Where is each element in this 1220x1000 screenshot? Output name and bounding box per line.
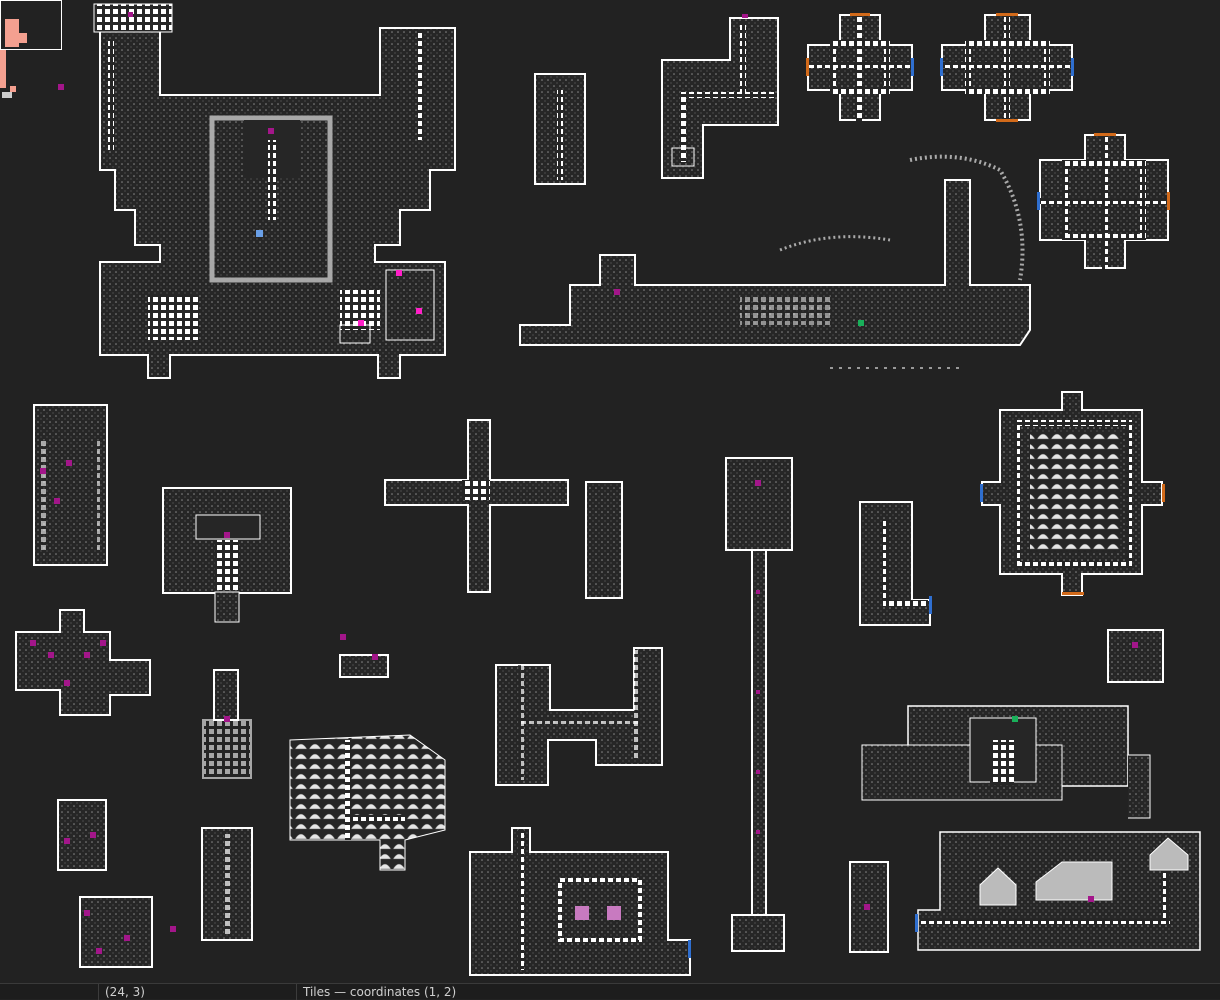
event-marker-icon[interactable] <box>48 652 54 658</box>
cross-room-west <box>15 609 151 716</box>
event-marker-icon[interactable] <box>100 640 106 646</box>
event-marker-icon[interactable] <box>756 590 760 594</box>
cursor-position: (24, 3) <box>98 984 303 1000</box>
s-shaped-room <box>495 647 663 786</box>
door-icon[interactable] <box>929 596 932 614</box>
cross-room-2 <box>941 14 1073 121</box>
event-marker-icon[interactable] <box>742 14 748 18</box>
event-marker-icon[interactable] <box>84 652 90 658</box>
event-marker-icon[interactable] <box>58 84 64 90</box>
tiny-house <box>1107 629 1164 683</box>
door-icon[interactable] <box>1162 484 1165 502</box>
event-marker-icon[interactable] <box>614 289 620 295</box>
event-marker-icon[interactable] <box>124 935 130 941</box>
l-shaped-room <box>661 17 779 179</box>
event-marker-icon[interactable] <box>756 690 760 694</box>
small-tower <box>585 481 623 599</box>
door-icon[interactable] <box>1071 58 1074 76</box>
stair-hall <box>162 487 292 623</box>
event-marker-icon[interactable] <box>170 926 176 932</box>
door-icon[interactable] <box>980 484 983 502</box>
tall-hut <box>202 669 252 779</box>
door-icon[interactable] <box>1167 192 1170 210</box>
door-icon[interactable] <box>915 914 918 932</box>
tiny-room <box>339 654 389 678</box>
layer-info: Tiles — coordinates (1, 2) <box>296 984 1220 1000</box>
door-icon[interactable] <box>688 940 691 958</box>
event-marker-icon[interactable] <box>756 770 760 774</box>
stair-icon[interactable] <box>215 540 239 590</box>
door-icon[interactable] <box>806 58 809 76</box>
green-marker-icon[interactable] <box>858 320 864 326</box>
event-marker-icon[interactable] <box>756 830 760 834</box>
narrow-hall <box>201 827 253 941</box>
status-cell-1 <box>0 984 104 1000</box>
store-room <box>79 896 153 968</box>
house-icon[interactable] <box>979 867 1017 906</box>
event-marker-icon[interactable] <box>268 128 274 134</box>
house-icon[interactable] <box>1149 837 1189 871</box>
event-marker-icon[interactable] <box>64 680 70 686</box>
minimap-overflow <box>0 50 16 98</box>
status-bar: (24, 3) Tiles — coordinates (1, 2) <box>0 983 1220 1000</box>
event-marker-icon[interactable] <box>224 716 230 722</box>
event-marker-icon[interactable] <box>128 12 133 17</box>
door-icon[interactable] <box>1037 192 1040 210</box>
crossroad-room <box>384 419 569 593</box>
chapel-room <box>33 404 108 566</box>
event-marker-icon[interactable] <box>416 308 422 314</box>
event-marker-icon[interactable] <box>90 832 96 838</box>
stair-icon[interactable] <box>990 740 1014 785</box>
event-marker-icon[interactable] <box>84 910 90 916</box>
event-marker-icon[interactable] <box>340 634 346 640</box>
door-icon[interactable] <box>1094 133 1116 136</box>
door-icon[interactable] <box>940 58 943 76</box>
door-icon[interactable] <box>911 58 914 76</box>
house-icon[interactable] <box>1035 861 1113 901</box>
event-marker-icon[interactable] <box>1088 896 1094 902</box>
long-bridge <box>725 457 793 952</box>
door-icon[interactable] <box>996 119 1018 122</box>
event-marker-icon[interactable] <box>30 640 36 646</box>
village <box>917 831 1201 951</box>
cross-room-3 <box>1039 134 1170 269</box>
shrine-room <box>57 799 107 871</box>
event-marker-icon[interactable] <box>358 320 364 326</box>
event-marker-icon[interactable] <box>96 948 102 954</box>
forest-grove <box>289 734 446 871</box>
harbor-field <box>861 705 1151 819</box>
cross-room-1 <box>807 14 914 121</box>
corridor-room-small <box>534 73 586 185</box>
event-marker-icon[interactable] <box>396 270 402 276</box>
door-icon[interactable] <box>850 13 870 16</box>
green-marker-icon[interactable] <box>1012 716 1018 722</box>
pink-tile-icon[interactable] <box>575 906 589 920</box>
event-marker-icon[interactable] <box>864 904 870 910</box>
event-marker-icon[interactable] <box>755 480 761 486</box>
event-marker-icon[interactable] <box>54 498 60 504</box>
cave-strip <box>519 154 1031 369</box>
pink-tile-icon[interactable] <box>607 906 621 920</box>
door-icon[interactable] <box>1062 592 1084 595</box>
event-marker-icon[interactable] <box>64 838 70 844</box>
event-marker-icon[interactable] <box>1132 642 1138 648</box>
minimap[interactable] <box>0 0 62 50</box>
door-icon[interactable] <box>996 13 1018 16</box>
grid-hall <box>981 391 1163 596</box>
event-marker-icon[interactable] <box>224 532 230 538</box>
event-marker-icon[interactable] <box>40 468 46 474</box>
player-start-icon[interactable] <box>256 230 263 237</box>
event-marker-icon[interactable] <box>372 654 378 660</box>
event-marker-icon[interactable] <box>66 460 72 466</box>
